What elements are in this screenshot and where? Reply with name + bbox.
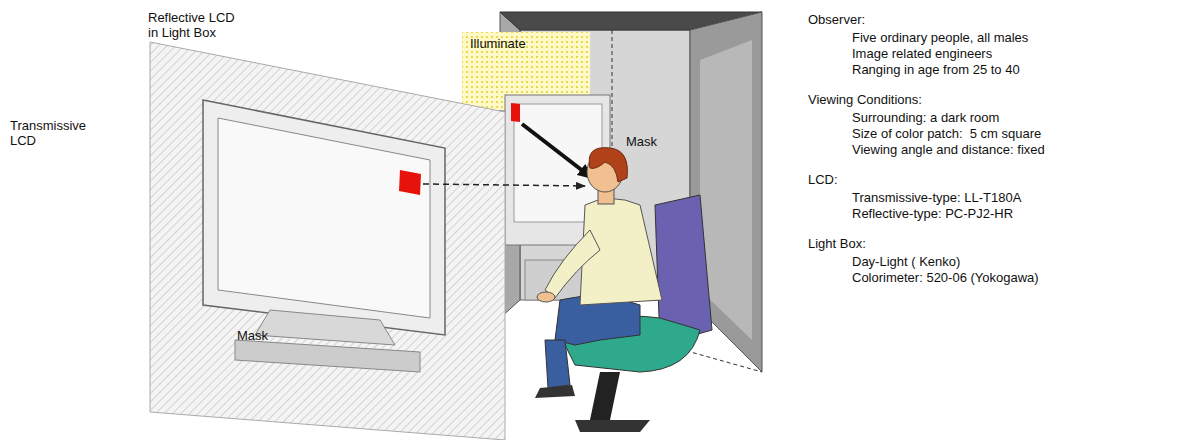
part-label: Mask [626,134,657,149]
view-arrow [522,124,592,178]
keyboard [235,340,420,372]
spec-heading: Light Box: [808,236,866,251]
spec-item: Image related engineers [852,46,992,61]
spec-heading: LCD: [808,172,838,187]
view-line [423,184,585,186]
transmissive-monitor [203,100,445,335]
spec-item: Surrounding: a dark room [852,110,999,125]
part-label: Mask [237,328,268,343]
observer [535,148,712,432]
spec-item: Transmissive-type: LL-T180A [852,190,1021,205]
monitor-stand [255,310,395,345]
color-patch [511,103,520,122]
spec-heading: Viewing Conditions: [808,92,922,107]
spec-heading: Observer: [808,12,865,27]
mask-panel [150,42,505,440]
spec-item: Size of color patch: 5 cm square [852,126,1041,141]
color-patch [399,170,421,195]
transmissive-screen [218,118,430,318]
part-label: Reflective LCD in Light Box [148,10,248,40]
spec-item: Reflective-type: PC-PJ2-HR [852,206,1013,221]
part-label: Illuminate [470,36,526,51]
spec-item: Five ordinary people, all males [852,30,1028,45]
part-label: Transmissive LCD [10,118,100,148]
spec-item: Viewing angle and distance: fixed [852,142,1045,157]
spec-item: Colorimeter: 520-06 (Yokogawa) [852,270,1039,285]
spec-item: Day-Light ( Kenko) [852,254,960,269]
spec-item: Ranging in age from 25 to 40 [852,62,1020,77]
